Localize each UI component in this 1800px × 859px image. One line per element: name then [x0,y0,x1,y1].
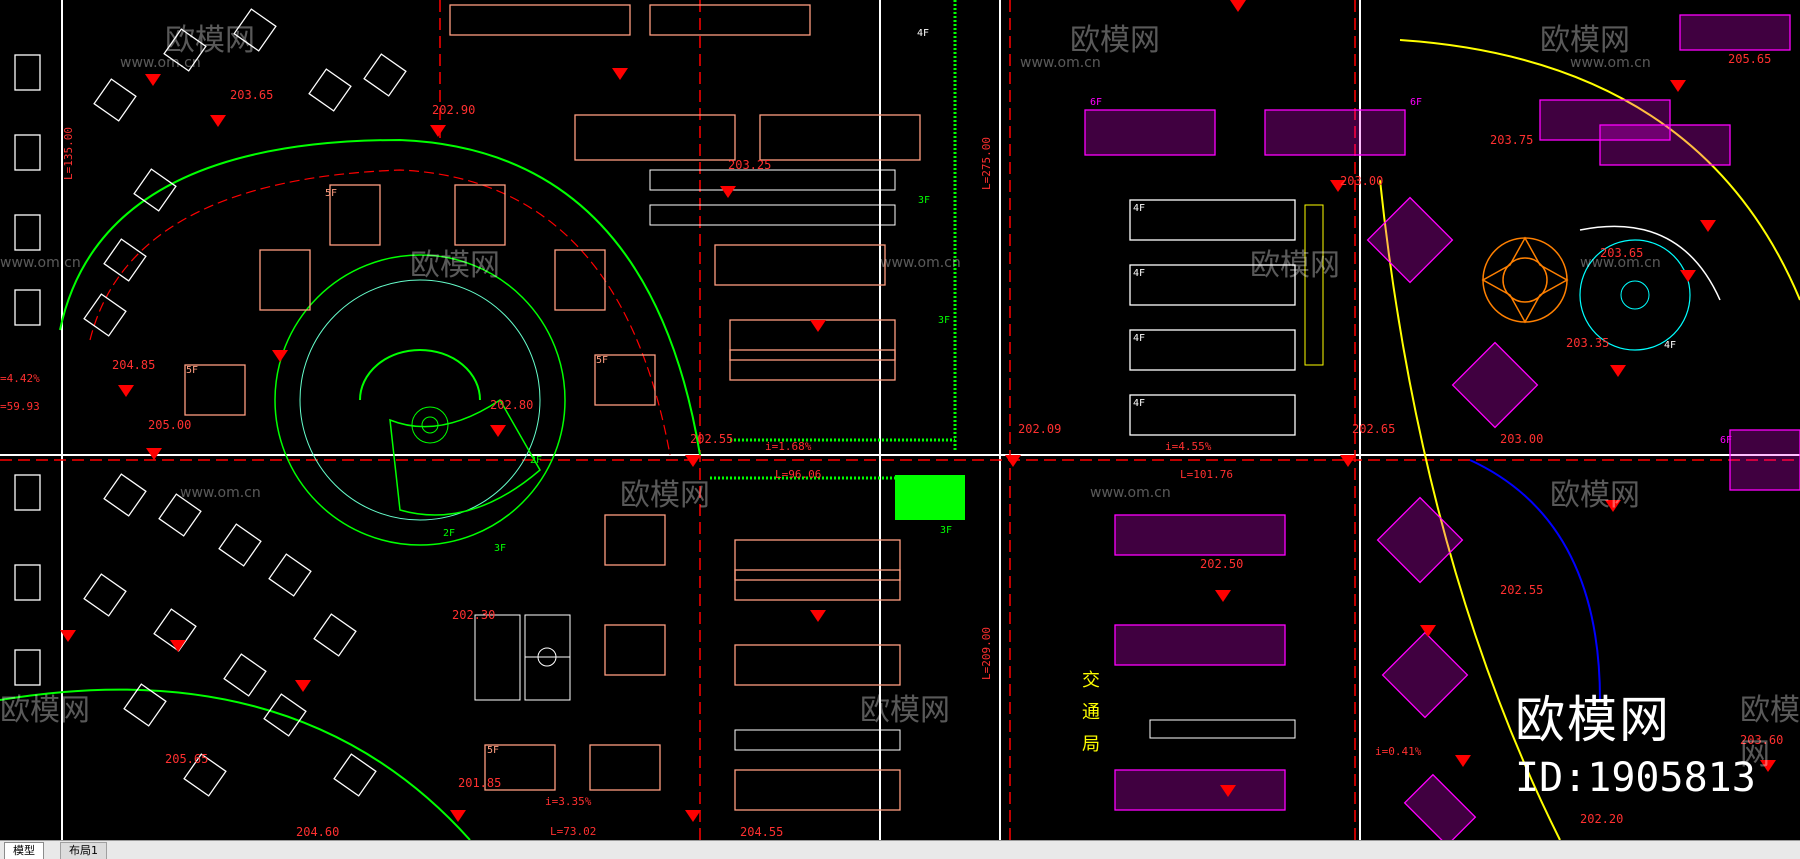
road-network [0,0,1800,840]
vertical-char: 通 [1082,702,1100,723]
central-plaza[interactable] [274,254,566,546]
elevation-markers[interactable] [60,0,1776,822]
cad-model-space[interactable] [0,0,1800,840]
parking-lots[interactable] [649,169,1324,751]
landscape-feature-orange[interactable] [1481,236,1569,324]
green-fill-block [895,475,965,520]
road-centerlines [0,0,1800,840]
plaza-feature-cyan[interactable] [1579,225,1721,351]
tab-layout1[interactable]: 布局1 [60,842,107,859]
traffic-bureau-label: 交 通 局 [1082,665,1102,761]
residential-buildings-salmon[interactable] [184,4,921,811]
vertical-char: 交 [1082,670,1100,691]
watermark-id: ID:1905813 [1515,755,1756,801]
green-boundary [710,0,957,480]
villas-white[interactable] [14,8,407,797]
sports-courts[interactable] [474,614,571,701]
curved-paths [0,39,1800,840]
watermark-big-brand: 欧模网 [1515,691,1671,749]
institutional-blocks[interactable] [1129,199,1296,436]
tab-model[interactable]: 模型 [4,842,44,859]
vertical-char: 局 [1082,734,1100,755]
layout-tab-bar: 模型 布局1 [0,840,1800,859]
residential-buildings-magenta[interactable] [1084,14,1800,840]
